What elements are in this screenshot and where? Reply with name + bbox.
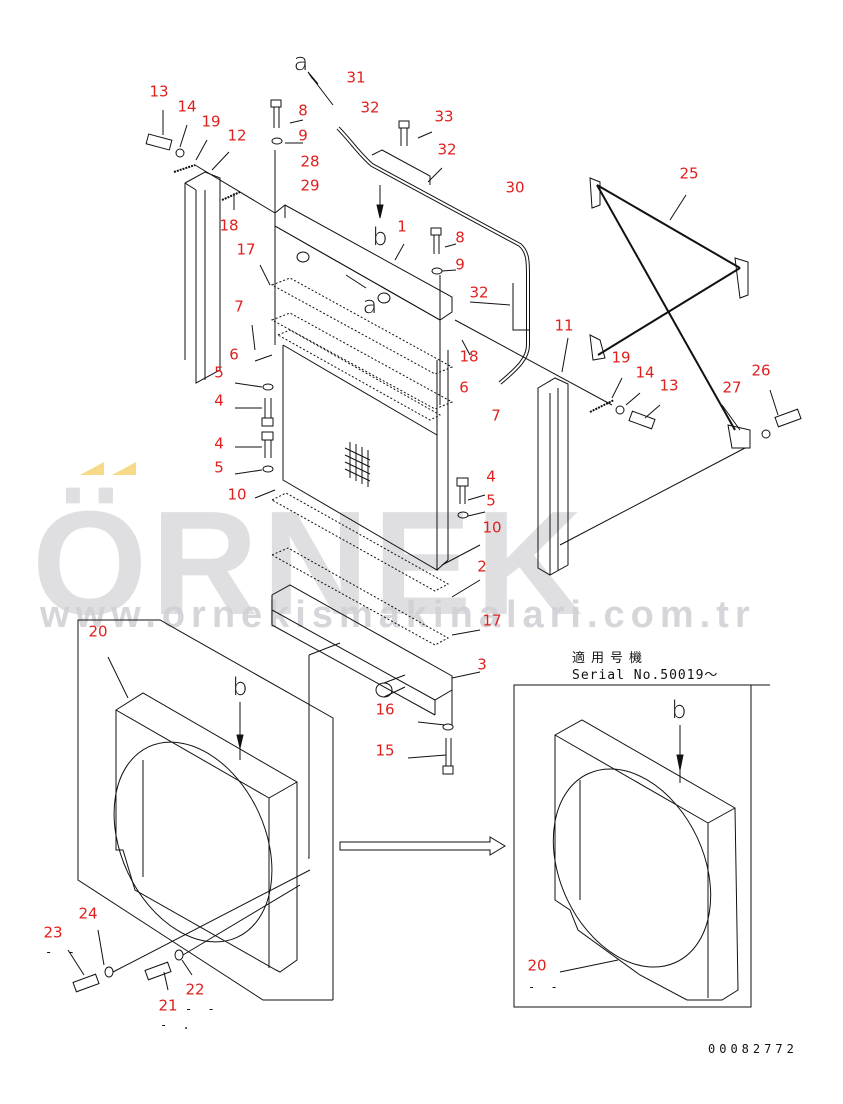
bottom-gaskets	[270, 492, 450, 646]
right-bracket-11	[537, 377, 569, 576]
part-label-24: 24	[78, 904, 98, 923]
part-label-4: 4	[214, 434, 224, 453]
part-label-10: 10	[227, 485, 247, 504]
part-label-8: 8	[455, 228, 465, 247]
ref-marker-b-top: b	[372, 223, 388, 251]
serial-applicability: 適用号機 Serial No.50019～	[572, 650, 718, 684]
part-label-5: 5	[486, 491, 496, 510]
part-label-14: 14	[177, 97, 197, 116]
part-label-9: 9	[298, 126, 308, 145]
part-label-16: 16	[375, 700, 395, 719]
part-label-18: 18	[459, 347, 479, 366]
core-mesh-icon	[344, 442, 371, 487]
part-label-19: 19	[201, 112, 221, 131]
part-label-4: 4	[214, 391, 224, 410]
part-label-13: 13	[659, 376, 679, 395]
part-label-1: 1	[397, 217, 407, 236]
part-label-3: 3	[477, 655, 487, 674]
part-label-2: 2	[477, 557, 487, 576]
right-fan-shroud-20	[552, 719, 739, 1001]
part-label-17: 17	[236, 240, 256, 259]
document-number: 00082772	[708, 1042, 798, 1056]
part-label-31: 31	[346, 68, 366, 87]
watermark-url: www.ornekismakinalari.com.tr	[40, 594, 756, 636]
part-label-7: 7	[234, 297, 244, 316]
part-label-6: 6	[229, 345, 239, 364]
part-label-4: 4	[486, 467, 496, 486]
dash-mark: - .	[160, 1018, 194, 1032]
part-label-25: 25	[679, 164, 699, 183]
part-label-13: 13	[149, 82, 169, 101]
leader-lines	[67, 110, 779, 991]
part-label-29: 29	[300, 176, 320, 195]
part-label-8: 8	[298, 101, 308, 120]
left-fasteners	[145, 133, 276, 214]
left-fan-shroud-20	[113, 692, 298, 973]
part-label-15: 15	[375, 741, 395, 760]
ref-marker-b-right: b	[671, 696, 687, 724]
part-label-17: 17	[482, 611, 502, 630]
part-label-20: 20	[527, 956, 547, 975]
left-shroud-frame	[77, 619, 341, 1001]
part-label-21: 21	[158, 996, 178, 1015]
dash-mark: - -	[185, 1002, 219, 1016]
part-label-27: 27	[722, 378, 742, 397]
stay-25	[589, 177, 751, 449]
part-label-26: 26	[751, 361, 771, 380]
part-label-5: 5	[214, 458, 224, 477]
right-shroud-frame	[513, 684, 770, 1008]
transition-arrow-icon	[339, 836, 506, 856]
part-label-33: 33	[434, 107, 454, 126]
part-label-18: 18	[219, 216, 239, 235]
lower-left-fasteners	[72, 869, 311, 993]
part-label-28: 28	[300, 152, 320, 171]
part-label-7: 7	[491, 406, 501, 425]
watermark-brand: ÖRNEK	[32, 481, 587, 646]
serial-title: 適用号機	[572, 651, 649, 666]
reference-arrows	[236, 71, 684, 783]
top-gaskets	[270, 277, 454, 421]
part-label-19: 19	[611, 348, 631, 367]
part-label-9: 9	[455, 255, 465, 274]
dash-mark: - -	[45, 945, 79, 959]
part-label-12: 12	[227, 126, 247, 145]
part-label-32: 32	[437, 140, 457, 159]
dash-mark: - -	[528, 980, 562, 994]
part-label-6: 6	[459, 378, 469, 397]
part-label-32: 32	[360, 98, 380, 117]
right-fasteners	[454, 319, 802, 546]
ref-marker-a-mid: a	[362, 291, 378, 319]
part-label-5: 5	[214, 363, 224, 382]
part-label-23: 23	[43, 923, 63, 942]
bottom-tank-3	[271, 584, 453, 716]
ref-marker-a-top: a	[293, 48, 309, 76]
part-label-32: 32	[469, 283, 489, 302]
part-label-22: 22	[185, 980, 205, 999]
ref-marker-b-left: b	[232, 673, 248, 701]
bolt-33	[398, 120, 410, 146]
serial-number: Serial No.50019～	[572, 668, 719, 683]
left-bracket-12	[184, 171, 221, 384]
fastener-lines	[270, 99, 454, 775]
part-label-14: 14	[635, 363, 655, 382]
part-label-11: 11	[554, 316, 574, 335]
part-label-30: 30	[505, 178, 525, 197]
part-label-20: 20	[88, 622, 108, 641]
part-label-10: 10	[482, 518, 502, 537]
side-bolts-left	[261, 383, 469, 519]
